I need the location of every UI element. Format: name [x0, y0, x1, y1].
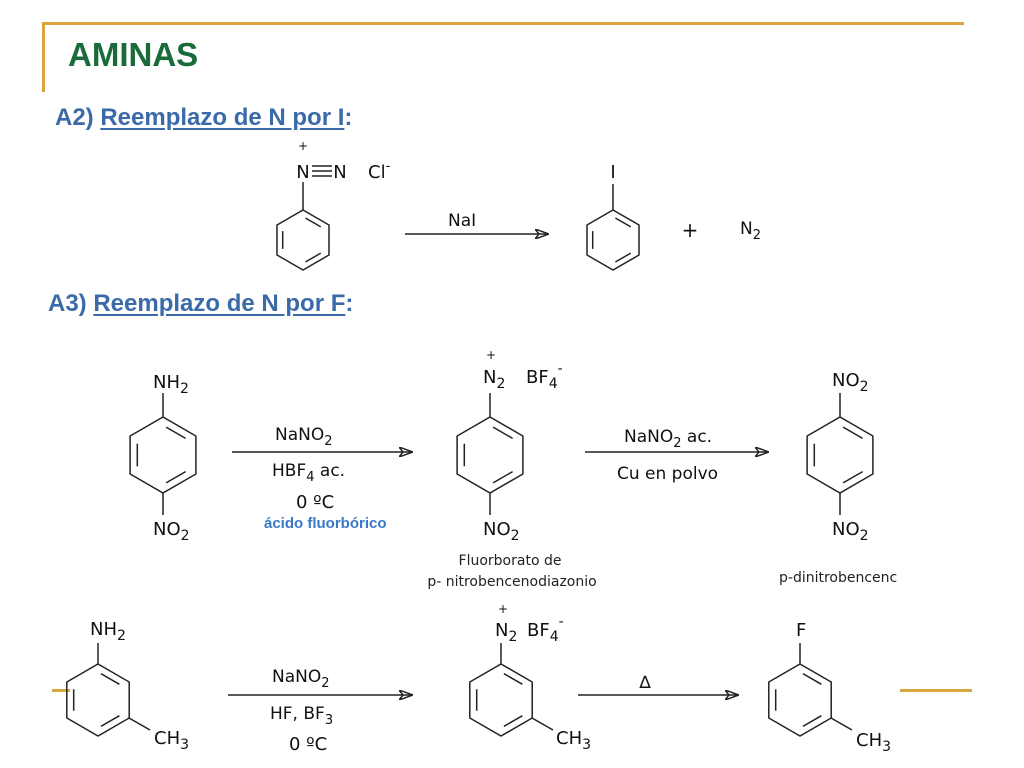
a3-step1-reagent-nano2: NaNO2 [275, 425, 333, 449]
a3-step1-reagent-hbf4: HBF4 ac. [272, 461, 345, 485]
ring-double-bond [802, 672, 822, 685]
section-a2-colon: : [344, 104, 353, 131]
meta-step1-reagent-hf-bf3: HF, BF3 [270, 704, 333, 728]
meta-intermediate-bf4: BF4- [527, 614, 564, 645]
intermediate-name-line-2: p- nitrobencenodiazonio [427, 574, 596, 590]
meta-step1-temperature: 0 ºC [289, 734, 327, 755]
diazonium-charge: + [298, 139, 308, 153]
a3-step1-note: ácido fluorbórico [264, 515, 387, 532]
benzene-ring-a2-product [586, 209, 640, 271]
ring-double-bond [842, 470, 863, 484]
a2-plus-sign: + [682, 218, 699, 242]
a3-p-nitroaniline-molecule: NH2 NO2 [129, 372, 197, 544]
a3-step1-temperature: 0 ºC [296, 492, 334, 513]
meta-intermediate-ch3: CH3 [556, 728, 591, 753]
ring-double-bond [100, 672, 120, 685]
meta-step1-reagent-nano2: NaNO2 [272, 667, 330, 691]
benzene-ring-meta-start [66, 663, 130, 737]
ring-outline [806, 416, 874, 494]
section-heading-a2: A2) Reemplazo de N por I: [55, 104, 352, 132]
ring-double-bond [492, 470, 513, 484]
ring-outline [469, 663, 533, 737]
a3-start-no2: NO2 [153, 519, 190, 544]
ring-double-bond [305, 217, 322, 228]
iodine-label: I [610, 162, 615, 183]
section-a3-colon: : [345, 290, 354, 317]
ring-outline [768, 663, 832, 737]
bond-ring-to-ch3-meta-product [830, 717, 853, 731]
meta-start-nh2: NH2 [90, 619, 126, 644]
bottom-accent-line-left [52, 689, 70, 692]
a2-reagent-nai: NaI [448, 211, 476, 231]
meta-start-ch3: CH3 [154, 728, 189, 753]
a3-meta-diazonium-intermediate: + N2 BF4- CH3 [469, 602, 591, 753]
top-accent-line [42, 22, 964, 25]
benzene-ring-a3-intermediate [456, 416, 524, 494]
intermediate-name-line-1: Fluorborato de [459, 553, 562, 569]
product-name: p-dinitrobencenc [779, 570, 897, 586]
ring-outline [276, 209, 330, 271]
benzene-ring-meta-product [768, 663, 832, 737]
bottom-accent-line-right [900, 689, 972, 692]
a3-start-nh2: NH2 [153, 372, 189, 397]
ring-double-bond [842, 426, 863, 440]
diazonium-n2: N [333, 162, 346, 183]
a3-diazonium-intermediate: + N2 BF4- NO2 [456, 348, 563, 544]
meta-intermediate-charge: + [498, 602, 508, 616]
a3-m-toluidine-molecule: NH2 CH3 [66, 619, 189, 753]
benzene-ring-meta-intermediate [469, 663, 533, 737]
a3-step2-reagent-nano2: NaNO2 ac. [624, 427, 712, 451]
ring-double-bond [305, 252, 322, 263]
meta-step2-heat: ∆ [638, 673, 651, 693]
benzene-ring-a3-product [806, 416, 874, 494]
meta-intermediate-n2: N2 [495, 620, 517, 645]
ring-double-bond [503, 715, 523, 728]
a3-product-no2-top: NO2 [832, 370, 869, 395]
section-a3-prefix: A3) [48, 290, 94, 317]
ring-double-bond [100, 715, 120, 728]
benzene-ring-a3-start [129, 416, 197, 494]
ring-double-bond [165, 426, 186, 440]
ring-outline [456, 416, 524, 494]
slide-title: AMINAS [68, 36, 199, 73]
ring-double-bond [503, 672, 523, 685]
section-a3-title: Reemplazo de N por F [93, 290, 346, 317]
section-a2-prefix: A2) [55, 104, 101, 131]
a2-byproduct-n2: N2 [740, 219, 761, 243]
a3-p-dinitrobenzene-molecule: NO2 NO2 [806, 370, 874, 544]
bond-ring-to-ch3-meta [128, 717, 151, 731]
section-heading-a3: A3) Reemplazo de N por F: [48, 290, 353, 318]
ring-double-bond [615, 252, 632, 263]
a2-diazonium-molecule: + N N Cl- [276, 139, 391, 271]
a2-iodobenzene-molecule: I [586, 162, 640, 271]
a3-intermediate-n2: N2 [483, 367, 505, 392]
meta-product-f: F [796, 620, 806, 641]
left-accent-line [42, 22, 45, 92]
ring-outline [129, 416, 197, 494]
ring-outline [586, 209, 640, 271]
ring-double-bond [165, 470, 186, 484]
a3-product-no2-bottom: NO2 [832, 519, 869, 544]
a3-intermediate-no2: NO2 [483, 519, 520, 544]
benzene-ring-a2-start [276, 209, 330, 271]
a3-intermediate-bf4: BF4- [526, 361, 563, 392]
a3-m-fluorotoluene-molecule: F CH3 [768, 620, 891, 755]
section-a2-title: Reemplazo de N por I [100, 104, 345, 131]
intermediate-charge: + [486, 348, 496, 362]
a3-step2-reagent-cu: Cu en polvo [617, 464, 718, 484]
ring-outline [66, 663, 130, 737]
ring-double-bond [615, 217, 632, 228]
meta-product-ch3: CH3 [856, 730, 891, 755]
ring-double-bond [492, 426, 513, 440]
diazonium-n1: N [296, 162, 309, 183]
counterion: Cl- [368, 159, 391, 183]
ring-double-bond [802, 715, 822, 728]
bond-ring-to-ch3-meta-intermediate [531, 717, 554, 731]
